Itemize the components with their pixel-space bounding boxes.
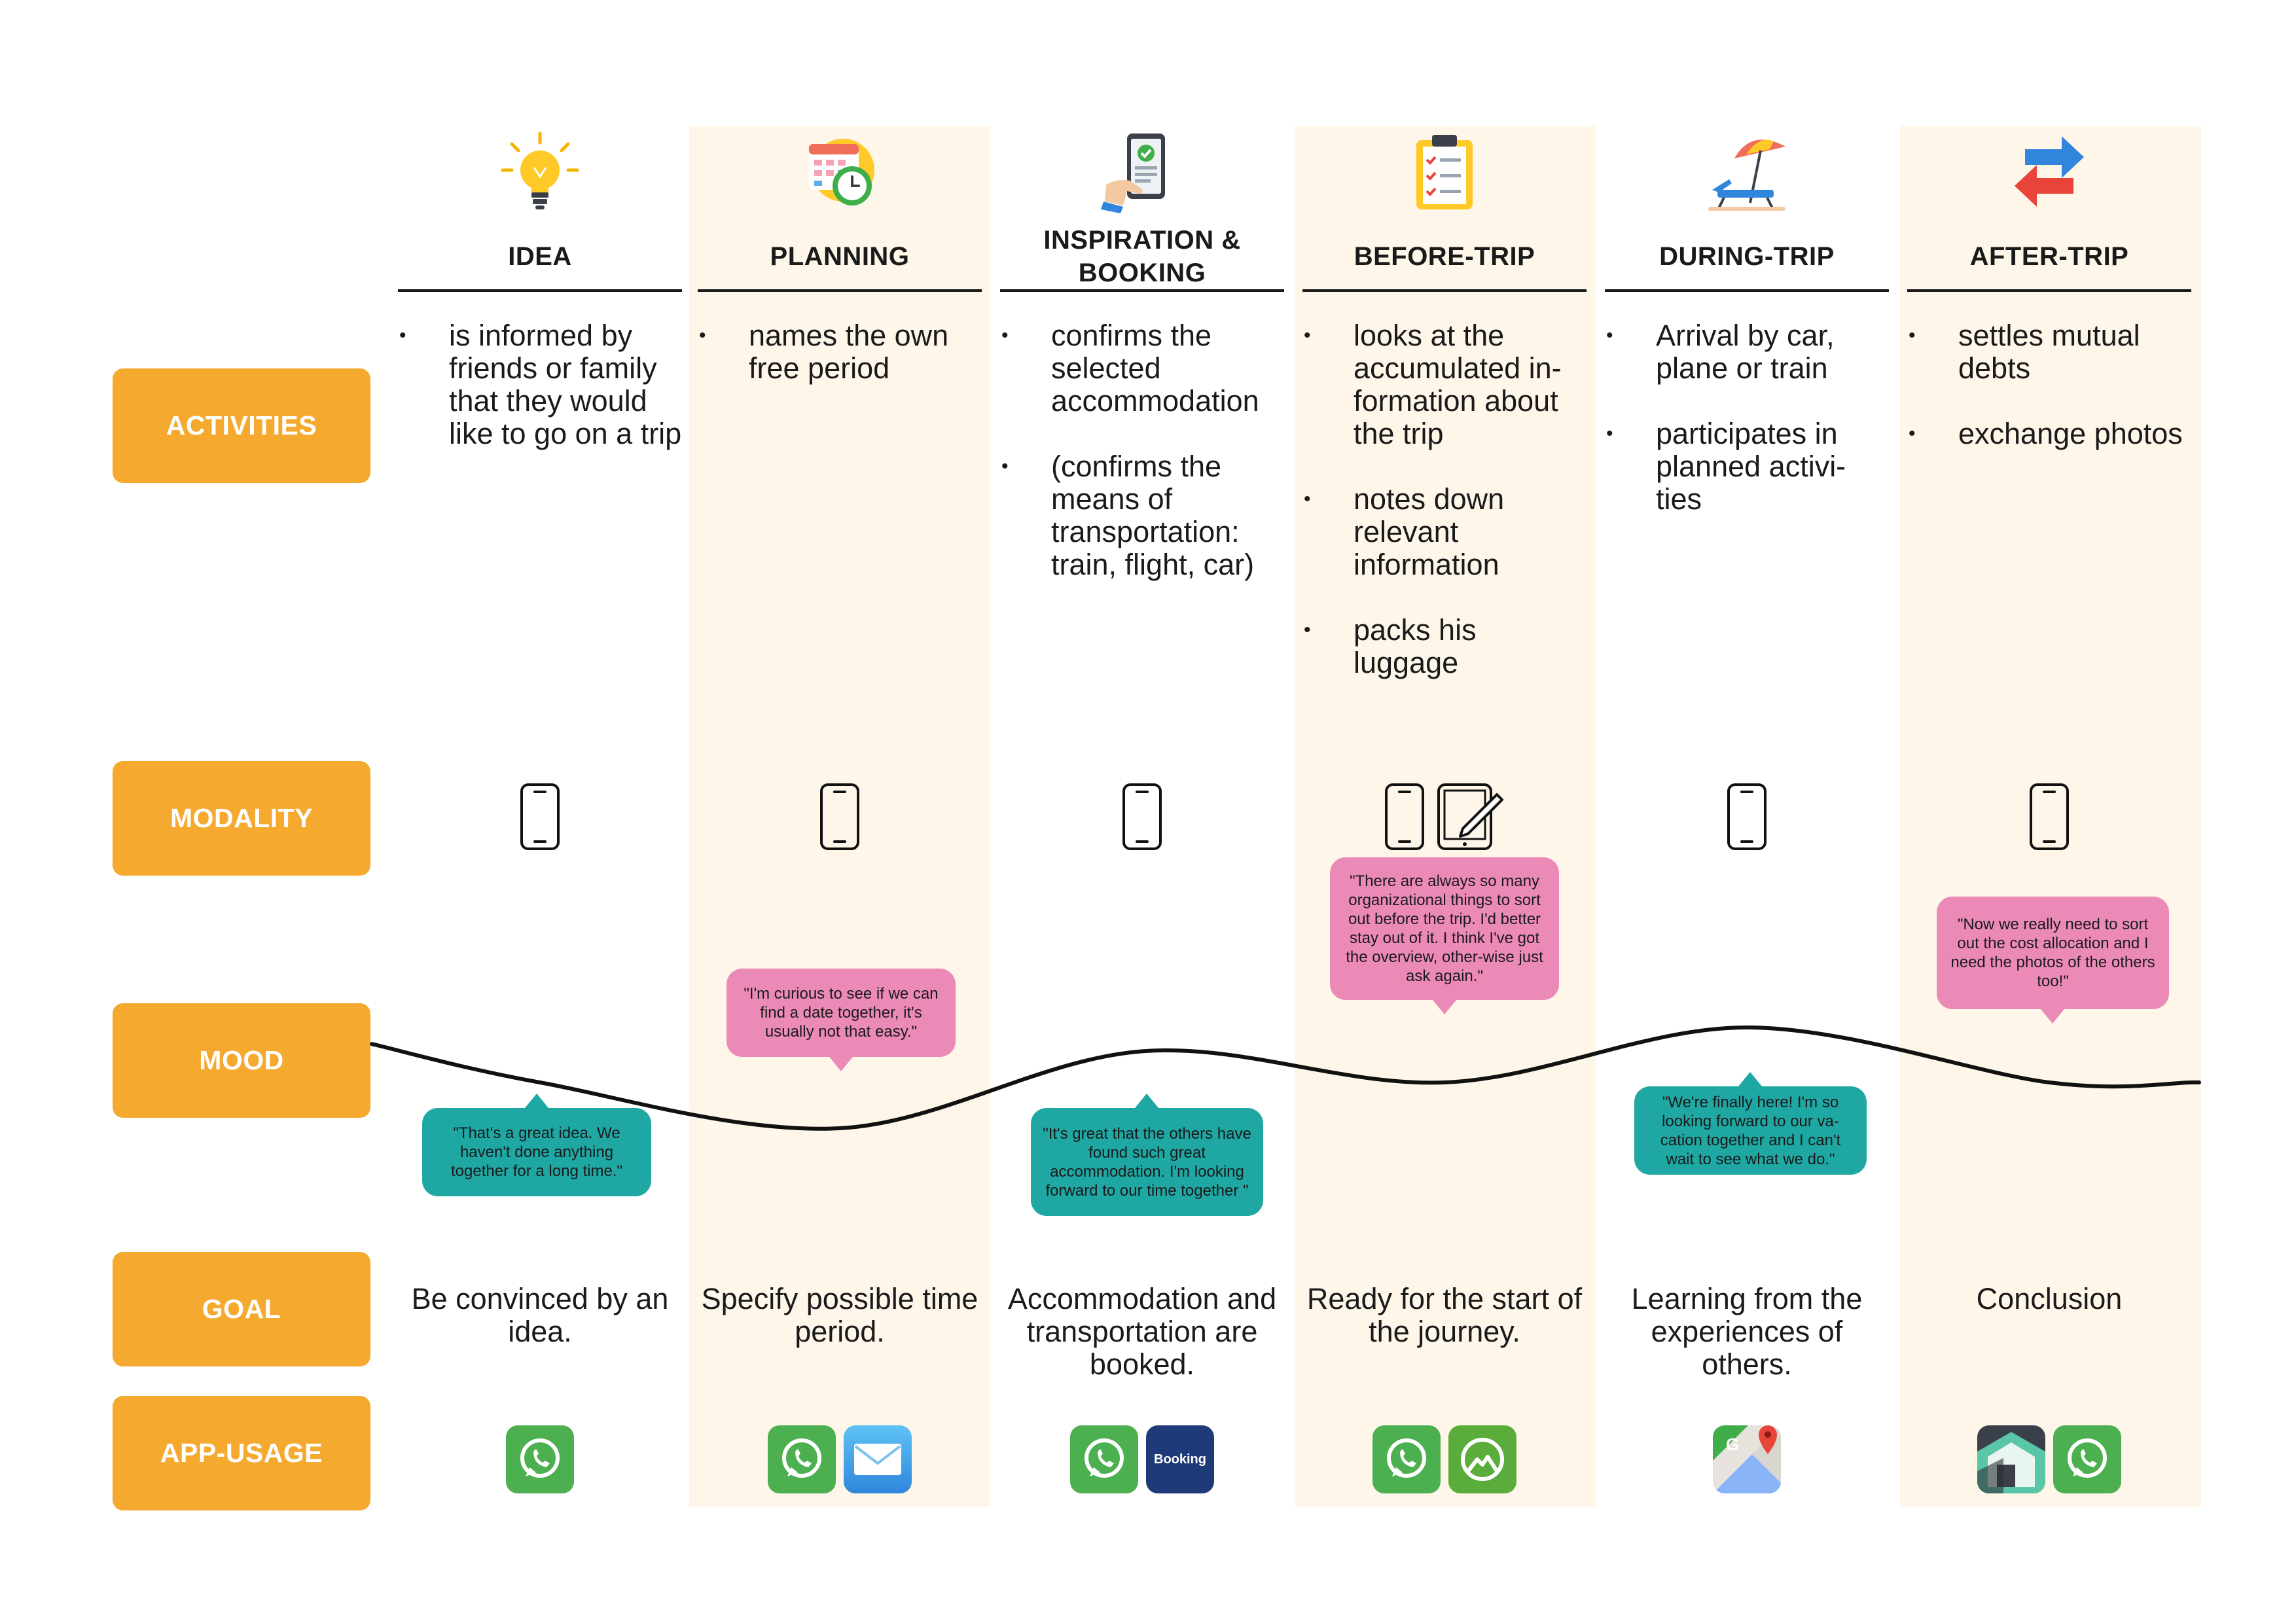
smartphone-icon	[1384, 783, 1425, 854]
app-icons: G	[1605, 1423, 1889, 1495]
modality-icons	[1605, 782, 1889, 854]
clipboard-checklist-icon	[1302, 128, 1587, 216]
activity-item: (confirms the means of transportation: t…	[1000, 450, 1284, 581]
smartphone-icon	[819, 783, 860, 854]
row-label-modality: MODALITY	[113, 761, 370, 876]
activity-item: names the own free period	[698, 319, 982, 385]
smartphone-icon	[1727, 783, 1767, 854]
divider	[398, 289, 682, 292]
booking-icon: Booking	[1146, 1425, 1214, 1493]
phase-title: DURING-TRIP	[1659, 242, 1835, 271]
lightbulb-icon	[398, 128, 682, 216]
quote-bubble-before-trip: "There are always so many organizational…	[1330, 857, 1559, 1000]
exchange-arrows-icon	[1907, 128, 2191, 216]
modality-icons	[398, 782, 682, 854]
row-label-app-usage: APP-USAGE	[113, 1396, 370, 1510]
beach-lounger-icon	[1605, 128, 1889, 216]
activity-item: settles mutual debts	[1907, 319, 2191, 385]
quote-bubble-inspiration-booking: "It's great that the others have found s…	[1031, 1108, 1263, 1216]
phone-checkmark-icon	[1000, 128, 1284, 216]
phase-title: IDEA	[508, 242, 572, 271]
quote-bubble-after-trip: "Now we really need to sort out the cost…	[1937, 897, 2169, 1009]
app-icons: Booking	[1000, 1423, 1284, 1495]
quote-tail	[1738, 1072, 1762, 1086]
quote-bubble-during-trip: "We're finally here! I'm so looking forw…	[1634, 1086, 1867, 1175]
divider	[1302, 289, 1587, 292]
activity-item: participates in planned activi-ties	[1605, 418, 1889, 516]
modality-icons	[698, 782, 982, 854]
activity-list: is informed by friends or family that th…	[398, 319, 682, 483]
goal-text: Conclusion	[1976, 1282, 2123, 1315]
quote-bubble-planning: "I'm curious to see if we can find a dat…	[726, 969, 956, 1057]
calendar-clock-icon	[698, 128, 982, 216]
goal-text: Be convinced by an idea.	[411, 1282, 669, 1348]
app-icons	[1907, 1423, 2191, 1495]
google-maps-icon: G	[1713, 1425, 1781, 1493]
phase-title: AFTER-TRIP	[1969, 242, 2129, 271]
app-icons	[698, 1423, 982, 1495]
row-label-activities: ACTIVITIES	[113, 368, 370, 483]
divider	[1000, 289, 1284, 292]
activity-item: exchange photos	[1907, 418, 2191, 451]
whatsapp-icon	[1070, 1425, 1138, 1493]
mood-curve	[370, 1025, 2201, 1131]
booking-label: Booking	[1154, 1452, 1206, 1467]
splitwise-icon	[1977, 1425, 2045, 1493]
activity-item: Arrival by car, plane or train	[1605, 319, 1889, 385]
smartphone-icon	[520, 783, 560, 854]
row-label-goal: GOAL	[113, 1252, 370, 1366]
phase-title: INSPIRATION & BOOKING	[1043, 226, 1241, 287]
quote-tail	[2041, 1009, 2064, 1024]
activity-item: packs his luggage	[1302, 614, 1587, 679]
goal-text: Accommodation and transportation are boo…	[1007, 1282, 1277, 1381]
activity-list: looks at the accumulated in-formation ab…	[1302, 319, 1587, 712]
activity-item: looks at the accumulated in-formation ab…	[1302, 319, 1587, 450]
mail-icon	[844, 1425, 912, 1493]
activity-item: is informed by friends or family that th…	[398, 319, 682, 450]
quote-tail	[525, 1094, 548, 1108]
activity-list: Arrival by car, plane or train participa…	[1605, 319, 1889, 548]
tablet-pen-icon	[1437, 783, 1505, 854]
whatsapp-icon	[506, 1425, 574, 1493]
quote-tail	[829, 1057, 853, 1071]
modality-icons	[1000, 782, 1284, 854]
smartphone-icon	[2029, 783, 2070, 854]
phase-title: BEFORE-TRIP	[1354, 242, 1535, 271]
divider	[698, 289, 982, 292]
quote-tail	[1433, 1000, 1456, 1014]
komoot-icon	[1448, 1425, 1516, 1493]
activity-item: notes down relevant information	[1302, 483, 1587, 581]
divider	[1907, 289, 2191, 292]
modality-icons	[1907, 782, 2191, 854]
goal-text: Ready for the start of the journey.	[1306, 1282, 1583, 1348]
goal-text: Specify possible time period.	[701, 1282, 978, 1348]
whatsapp-icon	[768, 1425, 836, 1493]
app-icons	[398, 1423, 682, 1495]
whatsapp-icon	[1372, 1425, 1441, 1493]
divider	[1605, 289, 1889, 292]
activity-list: names the own free period	[698, 319, 982, 418]
quote-bubble-idea: "That's a great idea. We haven't done an…	[422, 1108, 651, 1196]
modality-icons	[1302, 782, 1587, 854]
whatsapp-icon	[2053, 1425, 2121, 1493]
activity-item: confirms the selected accommodation	[1000, 319, 1284, 418]
phase-title: PLANNING	[770, 242, 910, 271]
goal-text: Learning from the experiences of others.	[1631, 1282, 1863, 1381]
smartphone-icon	[1122, 783, 1162, 854]
svg-text:G: G	[1726, 1435, 1739, 1454]
row-label-mood: MOOD	[113, 1003, 370, 1118]
activity-list: confirms the selected accommodation (con…	[1000, 319, 1284, 614]
app-icons	[1302, 1423, 1587, 1495]
quote-tail	[1135, 1094, 1158, 1108]
activity-list: settles mutual debts exchange photos	[1907, 319, 2191, 483]
